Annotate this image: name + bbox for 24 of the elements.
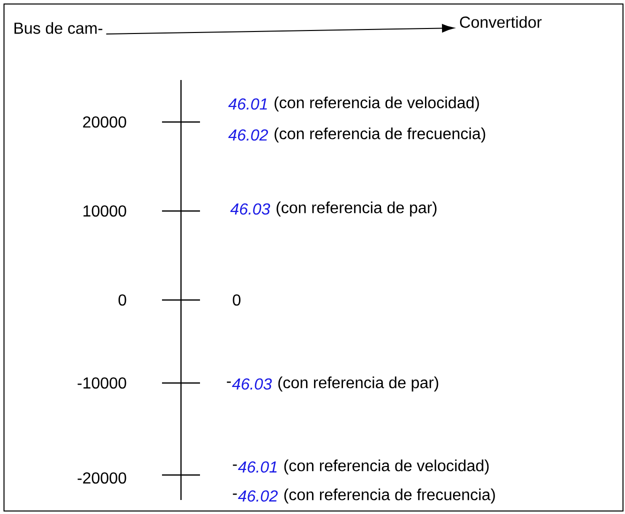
description-text: (con referencia de velocidad) <box>284 460 489 474</box>
description-text: - <box>232 494 237 495</box>
scale-value: -20000 <box>78 472 126 484</box>
description-text: 0 <box>232 294 240 306</box>
parameter-number: 46.02 <box>228 129 268 141</box>
scale-value: 20000 <box>83 116 126 128</box>
node-text: Bus de cam- <box>14 22 102 34</box>
parameter-number: 46.01 <box>228 98 267 110</box>
description-text: (con referencia de par) <box>276 202 436 216</box>
description-text: (con referencia de frecuencia) <box>284 488 495 504</box>
description-text: (con referencia de par) <box>278 376 438 392</box>
arrow <box>106 24 454 34</box>
scale-value: 10000 <box>84 205 126 217</box>
description-text: - <box>232 464 237 466</box>
description-text: (con referencia de velocidad) <box>274 96 479 112</box>
scale-value: 0 <box>118 294 126 306</box>
description-text: (con referencia de frecuencia) <box>274 128 486 142</box>
parameter-number: 46.03 <box>232 378 272 390</box>
parameter-number: 46.01 <box>238 461 277 473</box>
parameter-number: 46.02 <box>238 490 278 502</box>
scale-value: -10000 <box>78 377 126 389</box>
node-text: Convertidor <box>460 16 542 28</box>
description-text: - <box>226 382 231 383</box>
parameter-number: 46.03 <box>230 203 270 215</box>
